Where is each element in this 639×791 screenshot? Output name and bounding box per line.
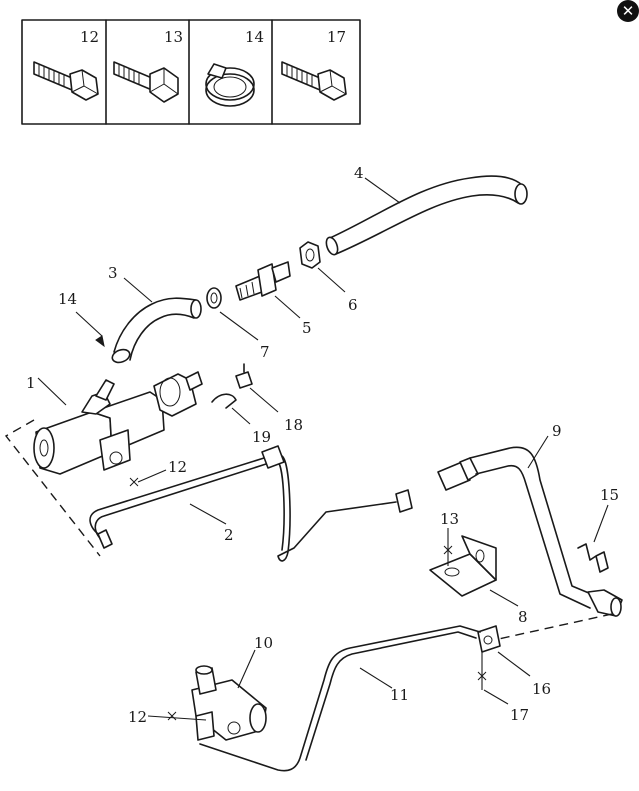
- master-cylinder-part-1: 1: [4, 371, 203, 557]
- callout-1: 1: [26, 374, 36, 392]
- elbow-hose-part-3: 3: [108, 264, 202, 364]
- flange-bolt-icon: [33, 61, 99, 101]
- callout-15: 15: [600, 486, 619, 504]
- clamp-pointer-part-14: 14: [58, 290, 105, 348]
- bracket-part-8: 8: [429, 535, 528, 626]
- slave-cylinder-part-10: 10: [191, 634, 273, 741]
- callout-4: 4: [354, 164, 364, 182]
- retaining-clip-part-19: 19: [211, 393, 271, 446]
- legend-label-17: 17: [327, 28, 346, 46]
- bolt-pointer-12-upper: 12: [129, 458, 187, 487]
- bolt-pointer-17: 17: [477, 652, 529, 724]
- spring-clip-part-15: 15: [577, 486, 619, 573]
- flexible-hose-part-9: 9: [437, 422, 623, 617]
- callout-17: 17: [510, 706, 529, 724]
- callout-14: 14: [58, 290, 77, 308]
- legend-label-14: 14: [245, 28, 264, 46]
- callout-8: 8: [518, 608, 528, 626]
- callout-5: 5: [302, 319, 312, 337]
- callout-18: 18: [284, 416, 303, 434]
- bolt-pointer-13: 13: [440, 510, 459, 566]
- nut-part-6: 6: [299, 241, 358, 314]
- fastener-legend-box: 12 13 14 17: [21, 19, 361, 125]
- callout-19: 19: [252, 428, 271, 446]
- callout-16: 16: [532, 680, 551, 698]
- assembly-link-dashed: [493, 613, 613, 641]
- callout-13: 13: [440, 510, 459, 528]
- connector-part-5: 5: [235, 261, 312, 337]
- callout-7: 7: [260, 343, 270, 361]
- callout-2: 2: [224, 526, 234, 544]
- clevis-pin-part-18: 18: [235, 363, 303, 434]
- close-button[interactable]: ✕: [617, 0, 639, 22]
- callout-12-upper: 12: [168, 458, 187, 476]
- pipe-bracket-part-16: 16: [477, 625, 551, 698]
- callout-3: 3: [108, 264, 118, 282]
- reservoir-hose-part-4: 4: [325, 164, 528, 256]
- legend-label-12: 12: [80, 28, 99, 46]
- washer-part-7: 7: [206, 287, 270, 361]
- callout-11: 11: [390, 686, 409, 704]
- callout-9: 9: [552, 422, 562, 440]
- legend-label-13: 13: [164, 28, 183, 46]
- hose-clamp-icon: [205, 63, 255, 107]
- rigid-pipe-part-2: 2: [89, 445, 413, 562]
- bolt-pointer-12-lower: 12: [128, 708, 207, 726]
- flange-bolt-icon: [281, 61, 347, 101]
- rigid-pipe-part-11: 11: [199, 625, 481, 772]
- callout-10: 10: [254, 634, 273, 652]
- callout-6: 6: [348, 296, 358, 314]
- hex-bolt-icon: [113, 61, 179, 103]
- callout-12-lower: 12: [128, 708, 147, 726]
